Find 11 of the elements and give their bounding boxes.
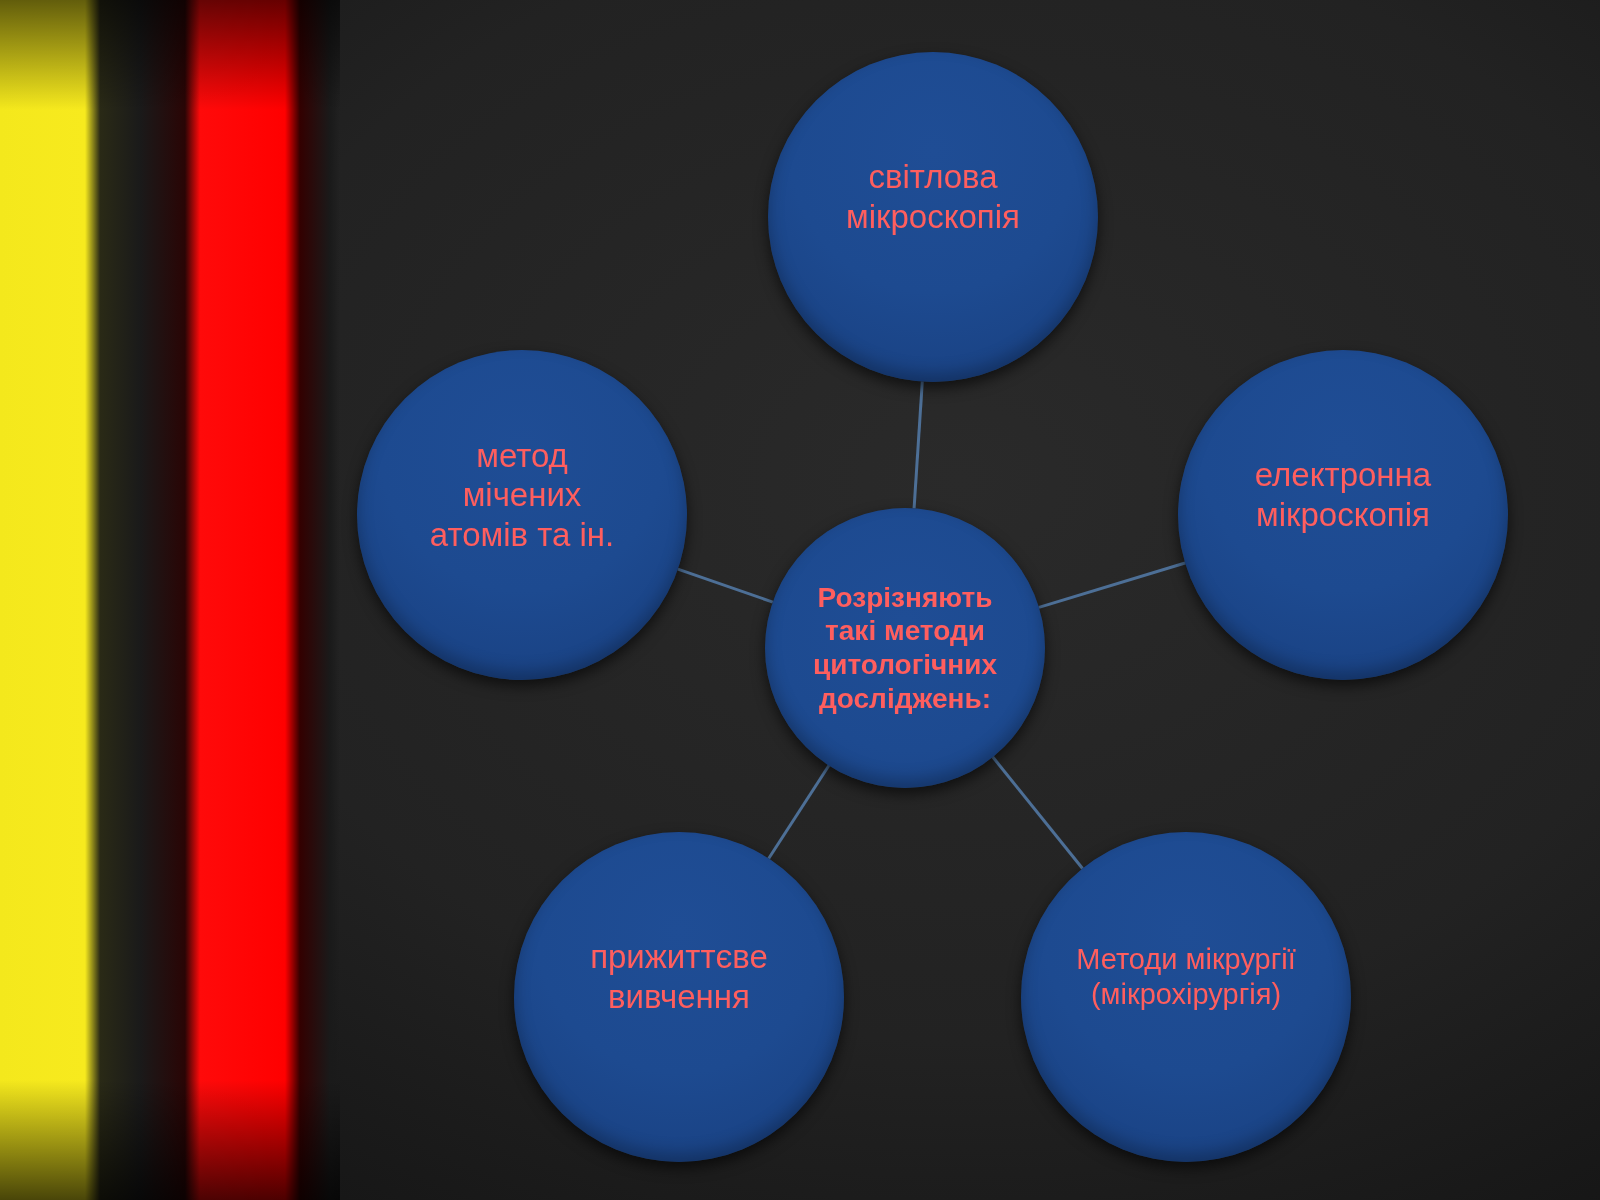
connector-line — [1038, 561, 1186, 609]
connector-line — [991, 756, 1084, 870]
hub-text: Розрізняють такі методи цитологічних досліджень: — [811, 580, 999, 716]
method-text: метод мічених атомів та ін. — [428, 435, 616, 555]
connector-line — [912, 381, 924, 509]
connector-line — [767, 764, 831, 860]
method-text: Методи мікрургії (мікрохірургія) — [1075, 942, 1297, 1012]
method-text: прижиттєве вивчення — [589, 937, 769, 1017]
method-text: електронна мікроскопія — [1253, 455, 1433, 535]
connector-line — [677, 567, 774, 604]
method-text: світлова мікроскопія — [845, 157, 1021, 237]
